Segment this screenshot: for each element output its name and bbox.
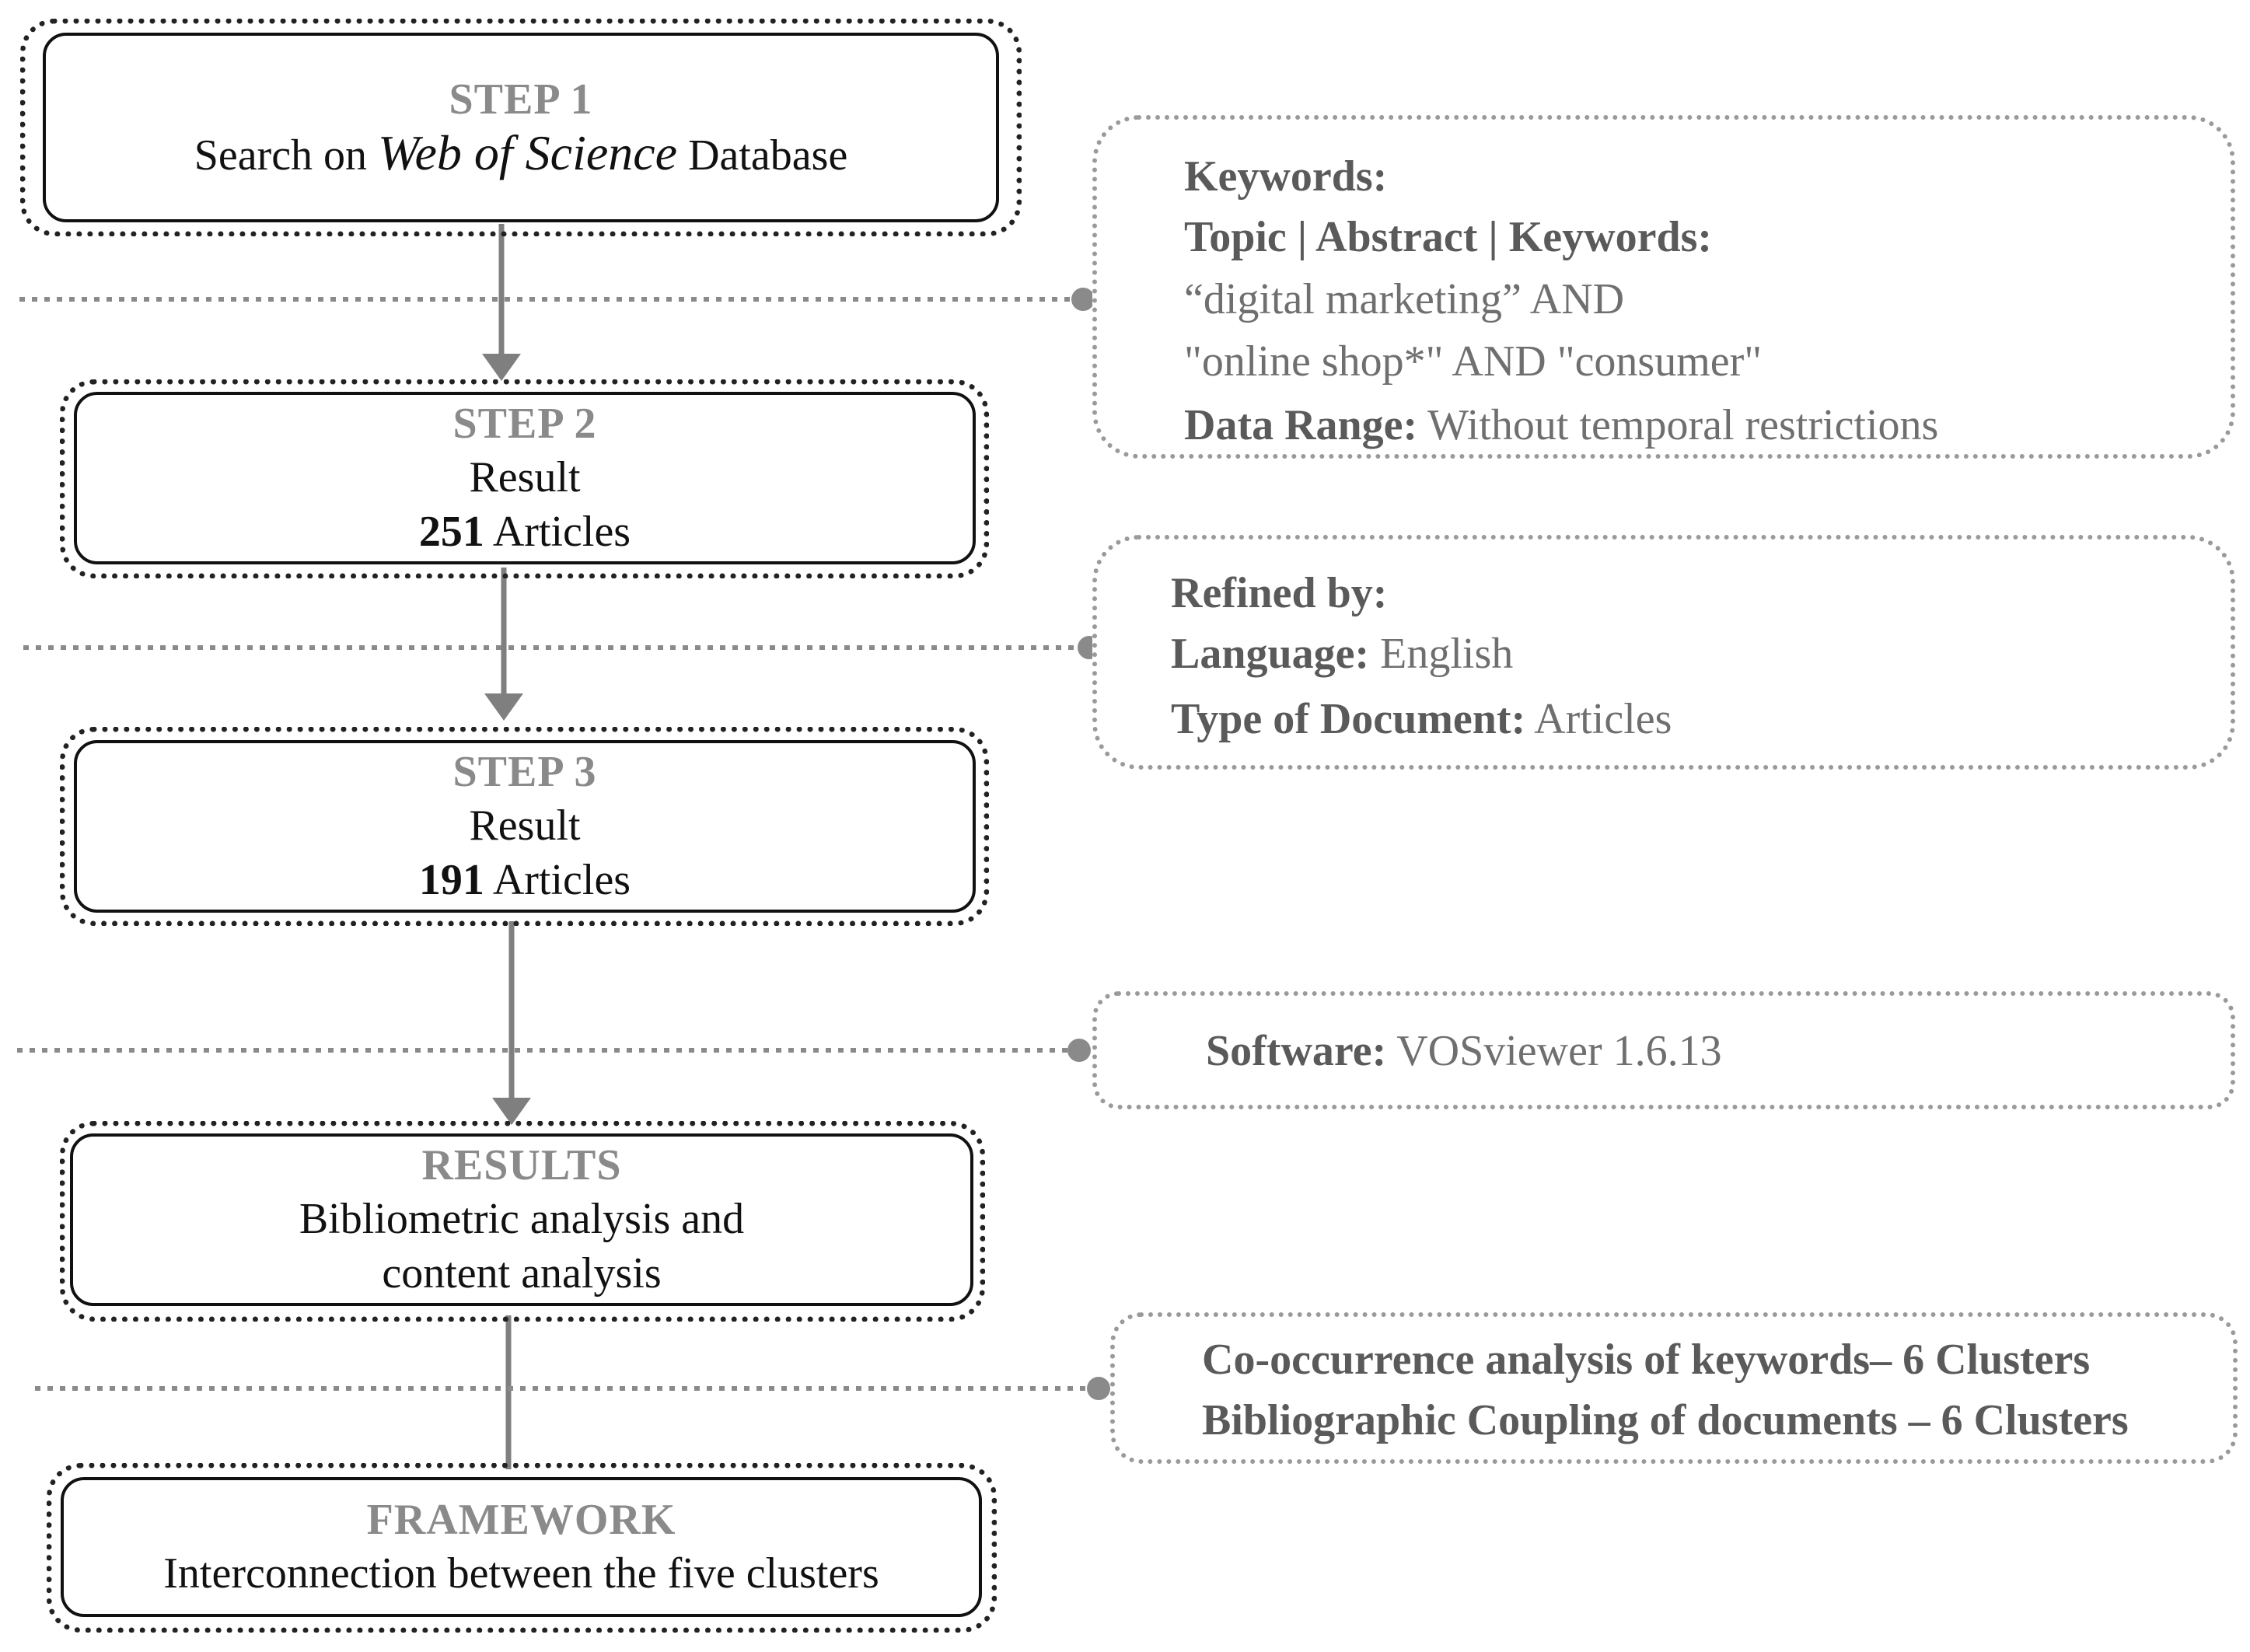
info-box-keywords: Keywords: Topic | Abstract | Keywords: “… bbox=[1092, 115, 2235, 459]
clusters-line2: Bibliographic Coupling of documents – 6 … bbox=[1202, 1393, 2129, 1448]
clusters-line2-text: Bibliographic Coupling of documents – 6 … bbox=[1202, 1396, 2129, 1444]
results-title: RESULTS bbox=[421, 1141, 622, 1189]
step3-article-count: 191 Articles bbox=[419, 853, 631, 907]
results-line2: content analysis bbox=[382, 1249, 662, 1298]
step3-count-suffix: Articles bbox=[484, 856, 631, 904]
step2-frame bbox=[60, 379, 989, 578]
refined-heading-text: Refined by: bbox=[1171, 569, 1388, 617]
step2-count-suffix: Articles bbox=[484, 508, 631, 556]
leader-line-software bbox=[17, 1039, 1091, 1062]
info-box-refined: Refined by: Language: English Type of Do… bbox=[1092, 535, 2235, 770]
software-value: VOSviewer 1.6.13 bbox=[1386, 1027, 1722, 1075]
step1-description: Search on Web of Science Database bbox=[194, 124, 848, 183]
keywords-query-line2: "online shop*" AND "consumer" bbox=[1184, 337, 1763, 386]
step3-result-label: Result bbox=[469, 802, 581, 850]
software-label: Software: bbox=[1206, 1027, 1387, 1075]
refined-language: Language: English bbox=[1171, 627, 1513, 681]
leader-line-refined bbox=[23, 636, 1101, 659]
step2-title: STEP 2 bbox=[452, 400, 597, 448]
refined-heading: Refined by: bbox=[1171, 566, 1387, 620]
refined-doctype: Type of Document: Articles bbox=[1171, 692, 1672, 746]
doctype-label: Type of Document: bbox=[1171, 695, 1526, 743]
step1-text-post: Database bbox=[677, 131, 848, 180]
step2-article-count: 251 Articles bbox=[419, 505, 631, 559]
step1-frame bbox=[20, 19, 1022, 236]
flow-arrow-2 bbox=[484, 568, 523, 721]
step2-box: STEP 2 Result 251 Articles bbox=[74, 392, 976, 564]
step3-frame bbox=[60, 727, 989, 926]
step2-result-label: Result bbox=[469, 453, 581, 501]
step1-title: STEP 1 bbox=[449, 75, 593, 124]
software-line: Software: VOSviewer 1.6.13 bbox=[1206, 1024, 1722, 1078]
flow-arrow-1 bbox=[482, 224, 521, 381]
framework-title: FRAMEWORK bbox=[366, 1496, 676, 1544]
framework-line1: Interconnection between the five cluster… bbox=[163, 1549, 879, 1598]
keywords-heading-text: Keywords: bbox=[1184, 152, 1388, 201]
step1-text-italic: Web of Science bbox=[378, 124, 678, 180]
info-box-clusters: Co-occurrence analysis of keywords– 6 Cl… bbox=[1110, 1312, 2238, 1464]
step3-count: 191 bbox=[418, 856, 484, 904]
step3-title: STEP 3 bbox=[452, 748, 597, 796]
step3-box: STEP 3 Result 191 Articles bbox=[74, 740, 976, 913]
framework-box: FRAMEWORK Interconnection between the fi… bbox=[61, 1477, 982, 1617]
keywords-heading: Keywords: bbox=[1184, 149, 1387, 204]
language-label: Language: bbox=[1171, 630, 1370, 678]
clusters-line1-text: Co-occurrence analysis of keywords– 6 Cl… bbox=[1202, 1336, 2091, 1384]
step2-count: 251 bbox=[418, 508, 484, 556]
step1-text-pre: Search on bbox=[194, 131, 379, 180]
results-box: RESULTS Bibliometric analysis and conten… bbox=[70, 1133, 973, 1306]
flow-arrow-3 bbox=[492, 921, 531, 1125]
results-frame bbox=[60, 1121, 985, 1322]
framework-frame bbox=[47, 1463, 997, 1633]
step1-box: STEP 1 Search on Web of Science Database bbox=[43, 33, 999, 222]
leader-line-clusters bbox=[35, 1377, 1110, 1400]
doctype-value: Articles bbox=[1525, 695, 1672, 743]
keywords-query-line1: “digital marketing” AND bbox=[1184, 275, 1625, 323]
keywords-topic-text: Topic | Abstract | Keywords: bbox=[1184, 213, 1713, 261]
data-range-label: Data Range: bbox=[1184, 401, 1418, 449]
keywords-topic-label: Topic | Abstract | Keywords: bbox=[1184, 210, 1712, 264]
data-range-value: Without temporal restrictions bbox=[1417, 401, 1939, 449]
clusters-line1: Co-occurrence analysis of keywords– 6 Cl… bbox=[1202, 1332, 2090, 1387]
language-value: English bbox=[1369, 630, 1514, 678]
leader-line-keywords bbox=[19, 288, 1095, 311]
results-line1: Bibliometric analysis and bbox=[299, 1195, 745, 1243]
keywords-data-range: Data Range: Without temporal restriction… bbox=[1184, 398, 1938, 452]
info-box-software: Software: VOSviewer 1.6.13 bbox=[1092, 991, 2235, 1109]
